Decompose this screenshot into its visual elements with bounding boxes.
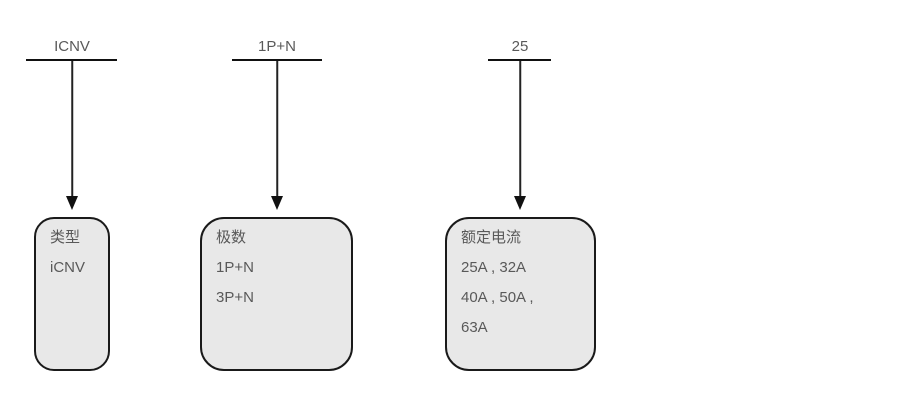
box-option: 25A , 32A [461,259,527,276]
arrow-down-icon [66,196,78,210]
code-segment-rated-current: 25 [511,38,529,55]
box-option: 40A , 50A , [461,289,534,306]
code-segment-type: ICNV [54,38,90,55]
box-title: 类型 [50,229,81,246]
arrow-down-icon [271,196,283,210]
code-segment-poles: 1P+N [258,38,296,55]
box-option: 63A [461,319,488,336]
arrow-shaft-rated-current [519,61,521,196]
box-option: iCNV [50,259,86,276]
box-option: 1P+N [216,259,254,276]
underline-poles [232,59,322,61]
arrow-down-icon [514,196,526,210]
type-box: 类型 iCNV [34,217,110,371]
underline-type [26,59,117,61]
box-title: 极数 [216,229,247,246]
box-title: 额定电流 [461,229,522,246]
underline-rated-current [488,59,551,61]
arrow-shaft-poles [276,61,278,196]
box-option: 3P+N [216,289,254,306]
poles-box: 极数 1P+N 3P+N [200,217,353,371]
arrow-shaft-type [71,61,73,196]
rated-current-box: 额定电流 25A , 32A 40A , 50A , 63A [445,217,596,371]
